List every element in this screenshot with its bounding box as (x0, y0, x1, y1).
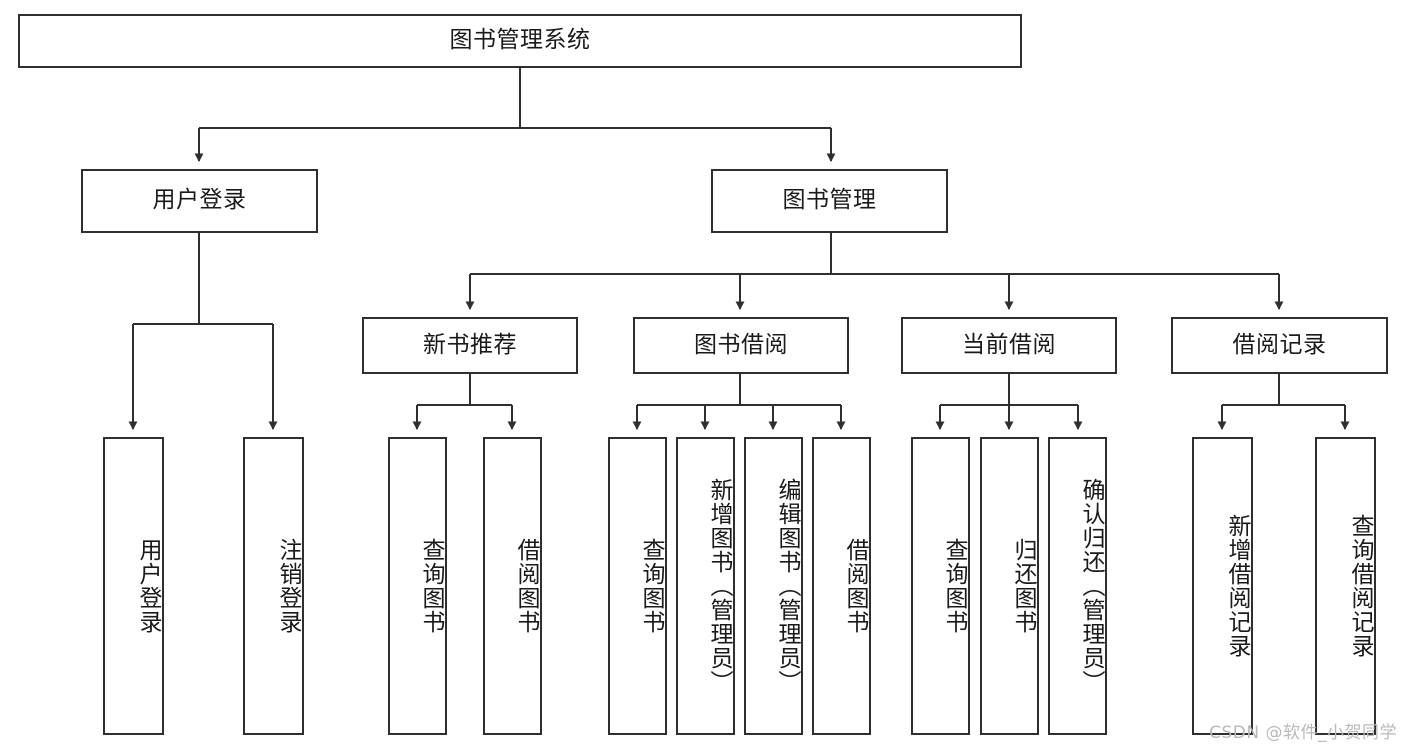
leaf-query-borrow-record[interactable]: 查询借阅记录 (1315, 437, 1376, 735)
leaf-add-borrow-record[interactable]: 新增借阅记录 (1192, 437, 1253, 735)
leaf-confirm-return-admin[interactable]: 确认归还（管理员） (1048, 437, 1107, 735)
node-current-borrow[interactable]: 当前借阅 (901, 317, 1117, 374)
node-new-book-recommend[interactable]: 新书推荐 (362, 317, 578, 374)
leaf-label: 新增借阅记录 (1224, 514, 1250, 658)
leaf-edit-book-admin[interactable]: 编辑图书（管理员） (744, 437, 803, 735)
leaf-query-book-recommend[interactable]: 查询图书 (388, 437, 447, 735)
leaf-query-book-borrow[interactable]: 查询图书 (608, 437, 667, 735)
csdn-watermark: CSDN @软件_小贺同学 (1209, 723, 1397, 743)
leaf-label: 查询图书 (941, 538, 967, 634)
leaf-logout[interactable]: 注销登录 (243, 437, 304, 735)
leaf-label: 查询图书 (418, 538, 444, 634)
leaf-label: 编辑图书（管理员） (774, 478, 800, 694)
leaf-query-book-current[interactable]: 查询图书 (911, 437, 970, 735)
leaf-label: 查询借阅记录 (1347, 514, 1373, 658)
node-book-borrow[interactable]: 图书借阅 (633, 317, 849, 374)
leaf-label: 归还图书 (1010, 538, 1036, 634)
leaf-borrow-book[interactable]: 借阅图书 (812, 437, 871, 735)
node-root-system[interactable]: 图书管理系统 (18, 14, 1022, 68)
leaf-return-book[interactable]: 归还图书 (980, 437, 1039, 735)
leaf-label: 查询图书 (638, 538, 664, 634)
leaf-label: 新增图书（管理员） (706, 478, 732, 694)
node-book-management[interactable]: 图书管理 (711, 169, 948, 233)
leaf-label: 借阅图书 (513, 538, 539, 634)
leaf-label: 注销登录 (275, 538, 301, 634)
leaf-add-book-admin[interactable]: 新增图书（管理员） (676, 437, 735, 735)
leaf-label: 确认归还（管理员） (1078, 478, 1104, 694)
node-user-login[interactable]: 用户登录 (81, 169, 318, 233)
leaf-borrow-book-recommend[interactable]: 借阅图书 (483, 437, 542, 735)
node-borrow-record[interactable]: 借阅记录 (1171, 317, 1388, 374)
leaf-label: 借阅图书 (842, 538, 868, 634)
leaf-user-login[interactable]: 用户登录 (103, 437, 164, 735)
leaf-label: 用户登录 (135, 538, 161, 634)
